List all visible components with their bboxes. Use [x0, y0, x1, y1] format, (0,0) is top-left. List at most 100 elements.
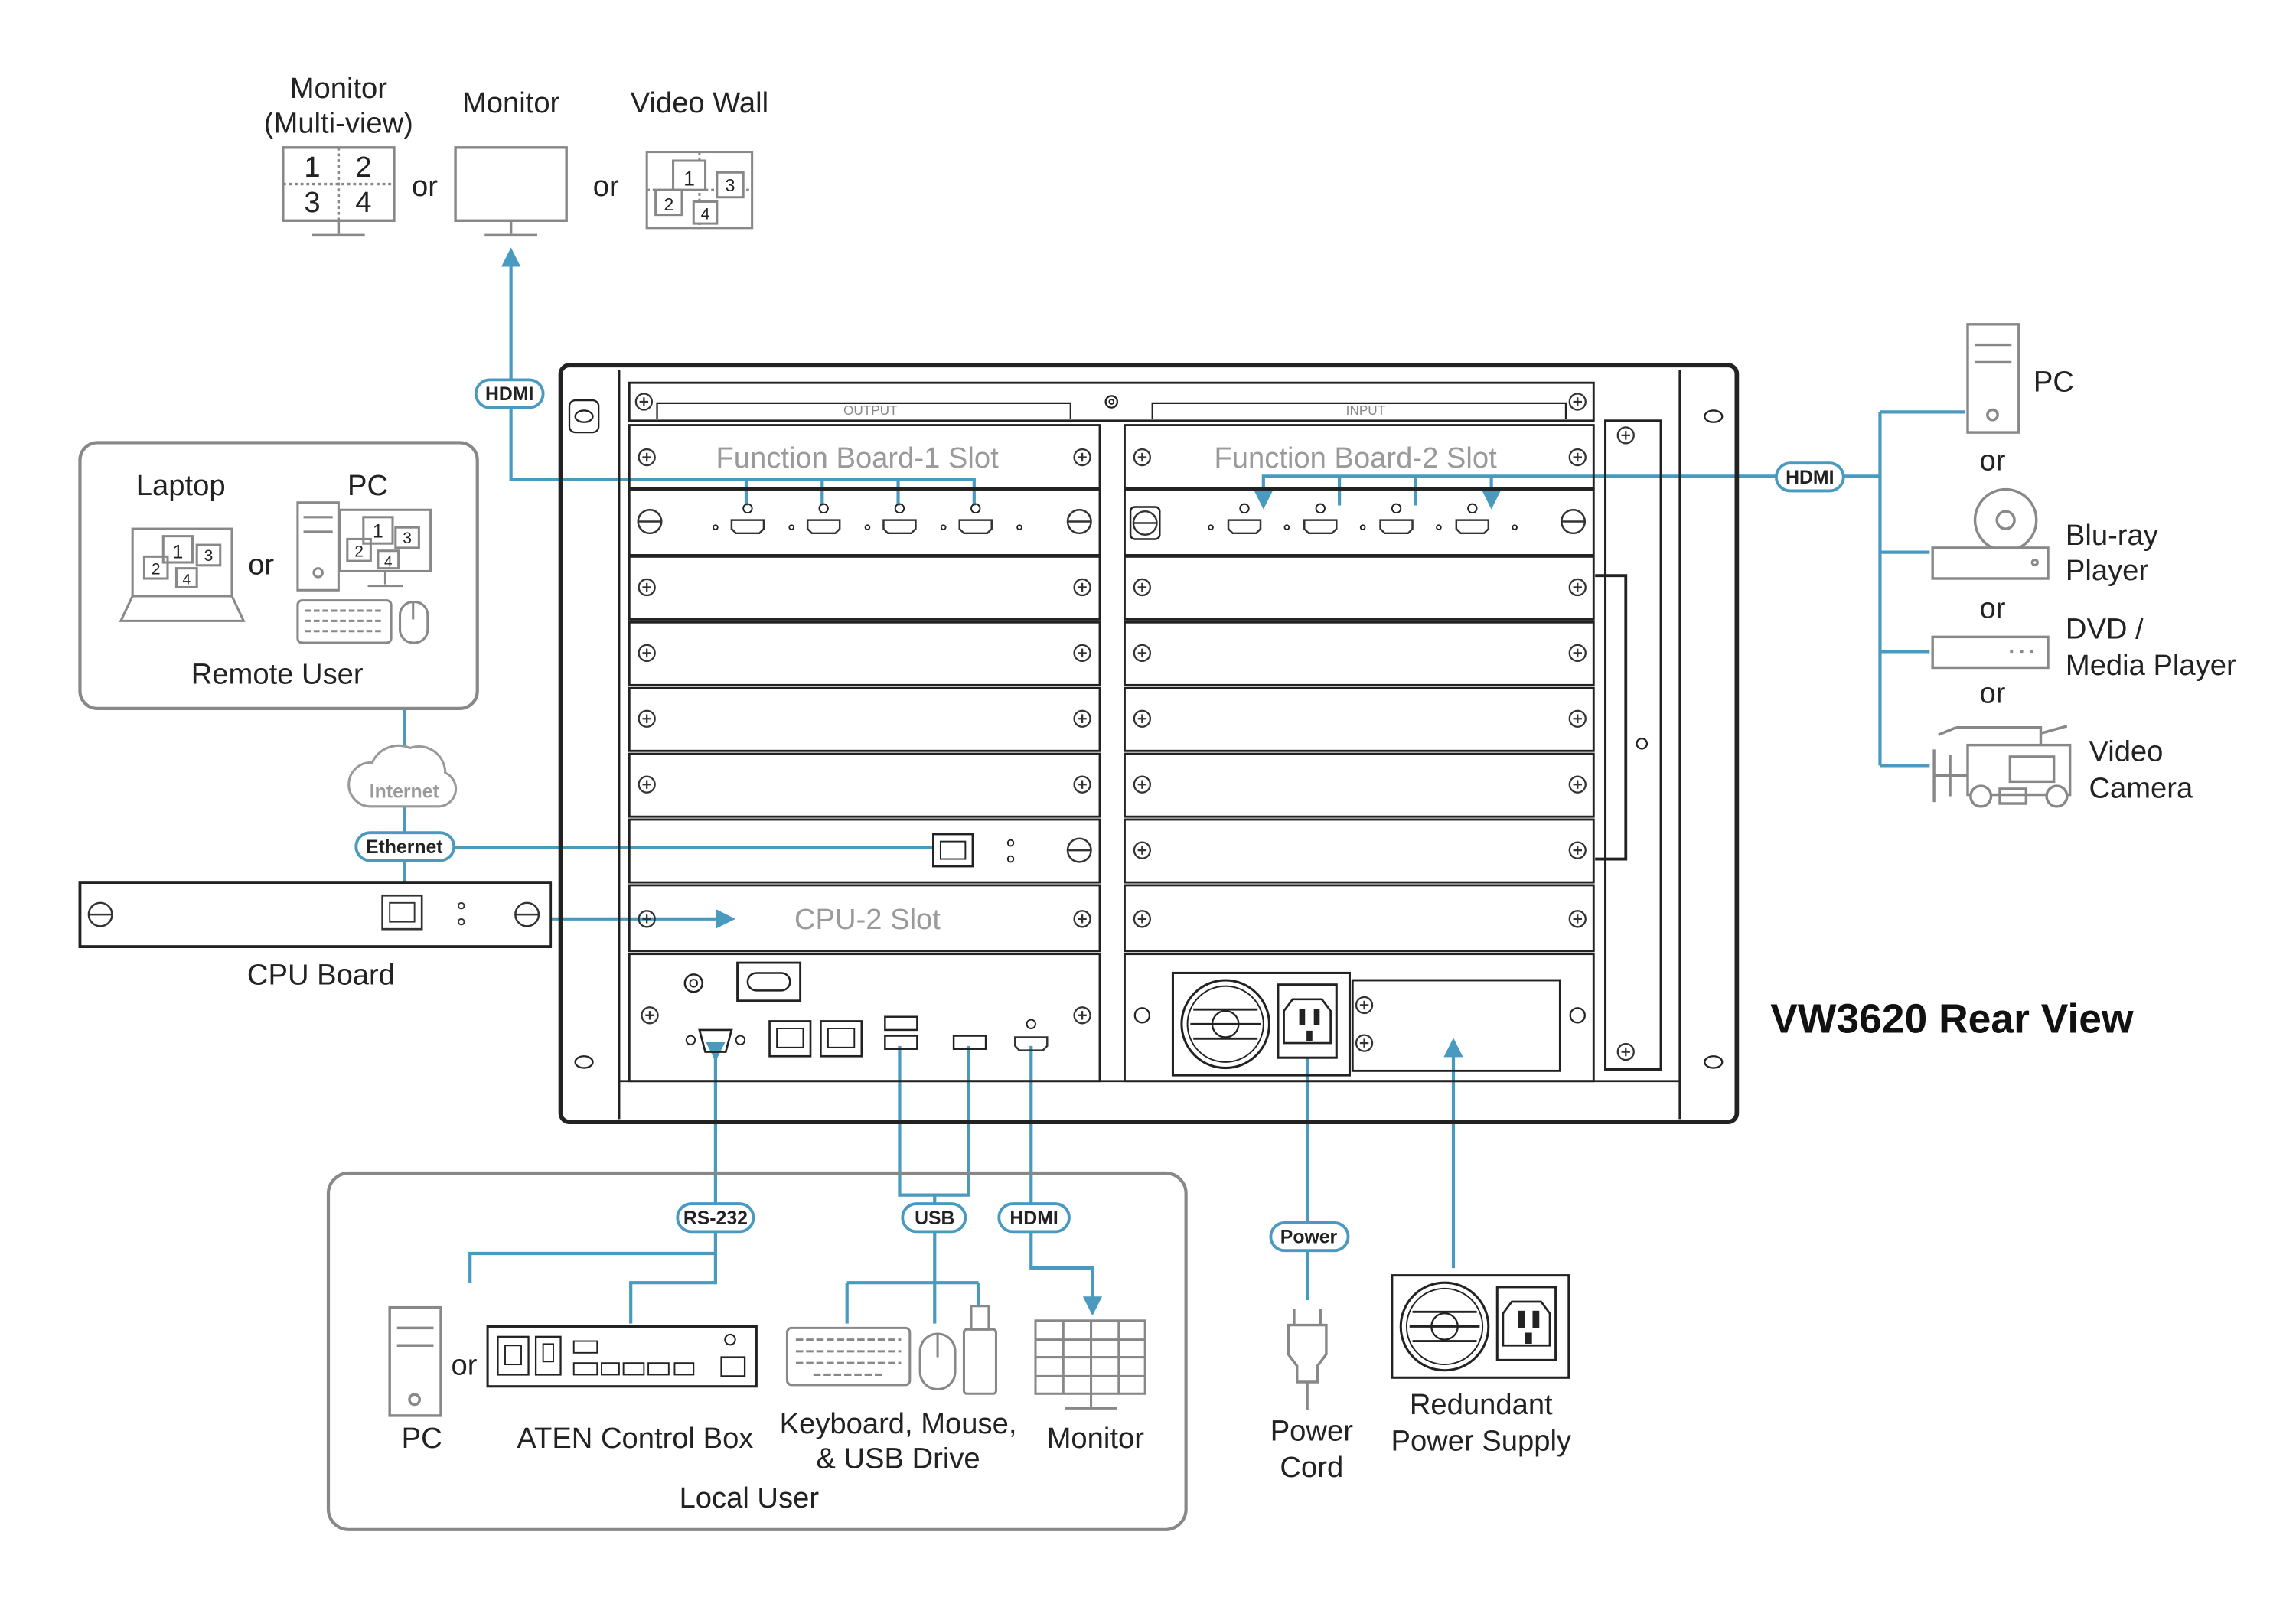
remote-user-group: Laptop PC 1 3 2 4 or: [78, 441, 479, 711]
remote-or-label: or: [248, 548, 274, 581]
power-cord-label-1: Power: [1270, 1414, 1353, 1447]
aten-control-box-label: ATEN Control Box: [517, 1422, 753, 1455]
source-pc-label: PC: [2033, 366, 2074, 399]
multiview-monitor-icon: [282, 146, 396, 237]
dvd-label-1: DVD /: [2066, 612, 2144, 645]
local-user-label: Local User: [680, 1482, 820, 1514]
video-wall-icon: [645, 151, 754, 230]
svg-text:1: 1: [373, 522, 383, 543]
source-or-3: or: [1979, 676, 2005, 709]
keyboard-mouse-usb-icon: [785, 1305, 997, 1395]
power-cord-icon: [1287, 1309, 1328, 1410]
cpu-2-slot-label: CPU-2 Slot: [794, 903, 941, 936]
source-or-2: or: [1979, 592, 2005, 625]
hdmi-local-line: [1029, 1045, 1103, 1316]
svg-text:3: 3: [403, 530, 412, 547]
ethernet-line: [403, 709, 934, 849]
svg-text:1: 1: [683, 167, 695, 190]
hdmi-badge-local: HDMI: [997, 1202, 1071, 1234]
cell-2: 2: [355, 151, 371, 184]
laptop-icon: [119, 527, 246, 622]
hdmi-badge-output: HDMI: [474, 378, 545, 409]
remote-pc-label: PC: [347, 469, 388, 502]
svg-text:RS-232: RS-232: [683, 1208, 748, 1229]
rs232-badge: RS-232: [676, 1202, 755, 1234]
usb-badge: USB: [901, 1202, 967, 1234]
power-cord-label-2: Cord: [1280, 1451, 1343, 1484]
internet-cloud-icon: Internet: [347, 744, 458, 808]
monitor-icon: [454, 146, 568, 237]
monitor-multiview-label-2: (Multi-view): [264, 107, 413, 140]
bluray-label-1: Blu-ray: [2066, 519, 2159, 552]
input-label: INPUT: [1346, 403, 1386, 418]
cpu-board: CPU Board: [78, 881, 553, 992]
local-pc-icon: [388, 1305, 442, 1417]
connection-badges: HDMI HDMI Ethernet RS-232 USB HDMI Power: [354, 378, 1845, 1253]
laptop-label: Laptop: [136, 469, 226, 502]
svg-text:4: 4: [701, 205, 710, 223]
remote-user-label: Remote User: [191, 657, 364, 690]
dvd-player-icon: [1931, 635, 2050, 670]
connection-lines: [403, 247, 1965, 1324]
svg-text:2: 2: [354, 543, 364, 560]
kbm-label-2: & USB Drive: [816, 1442, 980, 1475]
remote-pc-icon: [296, 501, 432, 644]
cell-3: 3: [304, 186, 320, 219]
local-monitor-label: Monitor: [1047, 1422, 1145, 1455]
function-board-1-slot-label: Function Board-1 Slot: [716, 442, 999, 474]
cell-4: 4: [355, 186, 371, 219]
internet-label: Internet: [370, 781, 439, 802]
svg-text:Power: Power: [1280, 1227, 1338, 1248]
svg-text:HDMI: HDMI: [485, 384, 533, 405]
bluray-label-2: Player: [2066, 554, 2148, 587]
svg-text:3: 3: [726, 175, 735, 195]
dvd-label-2: Media Player: [2066, 649, 2236, 682]
svg-text:2: 2: [664, 194, 673, 214]
svg-text:Ethernet: Ethernet: [366, 837, 443, 858]
or-label-top-2: or: [593, 170, 619, 203]
svg-text:2: 2: [152, 560, 161, 578]
camera-label-2: Camera: [2089, 771, 2193, 804]
aten-control-box-icon: [486, 1325, 758, 1388]
kbm-label-1: Keyboard, Mouse,: [780, 1407, 1017, 1440]
usb-line: [845, 1045, 980, 1324]
svg-text:HDMI: HDMI: [1786, 468, 1834, 488]
output-label: OUTPUT: [843, 403, 898, 418]
left-slot-column: [628, 424, 1101, 1083]
top-displays: Monitor (Multi-view) 1 2 3 4 or Monitor …: [264, 72, 768, 237]
camera-label-1: Video: [2089, 735, 2163, 768]
hdmi-badge-input: HDMI: [1775, 461, 1845, 493]
local-user-group: or PC ATEN Control Box Keyboard, Mo: [326, 1171, 1188, 1531]
svg-text:HDMI: HDMI: [1009, 1208, 1058, 1229]
svg-text:4: 4: [183, 572, 191, 588]
right-slot-column: [1124, 424, 1595, 1083]
local-or-label: or: [452, 1348, 478, 1381]
cpu-board-label: CPU Board: [247, 959, 395, 992]
or-label-top-1: or: [412, 170, 438, 203]
diagram-title: VW3620 Rear View: [1770, 997, 2134, 1042]
source-devices: [1931, 323, 2072, 808]
svg-text:1: 1: [172, 542, 183, 562]
monitor-label: Monitor: [462, 86, 560, 119]
redundant-psu-icon: [1391, 1274, 1570, 1379]
source-or-1: or: [1979, 445, 2005, 478]
cell-1: 1: [304, 151, 320, 184]
local-monitor-icon: [1034, 1319, 1146, 1410]
redundant-psu-label-1: Redundant: [1410, 1388, 1553, 1421]
svg-text:3: 3: [204, 547, 214, 565]
monitor-multiview-label-1: Monitor: [290, 72, 388, 105]
power-badge: Power: [1269, 1221, 1350, 1253]
svg-text:USB: USB: [915, 1208, 954, 1229]
redundant-psu-label-2: Power Supply: [1391, 1425, 1572, 1458]
ethernet-badge: Ethernet: [354, 831, 456, 862]
local-pc-label: PC: [402, 1422, 442, 1455]
hdmi-input-line: [1254, 474, 1880, 510]
source-pc-icon: [1966, 323, 2020, 434]
video-camera-icon: [1932, 725, 2072, 808]
rs232-line: [468, 1058, 718, 1324]
bluray-player-icon: [1931, 487, 2050, 580]
function-board-2-slot-label: Function Board-2 Slot: [1214, 442, 1497, 474]
video-wall-label: Video Wall: [631, 86, 768, 119]
